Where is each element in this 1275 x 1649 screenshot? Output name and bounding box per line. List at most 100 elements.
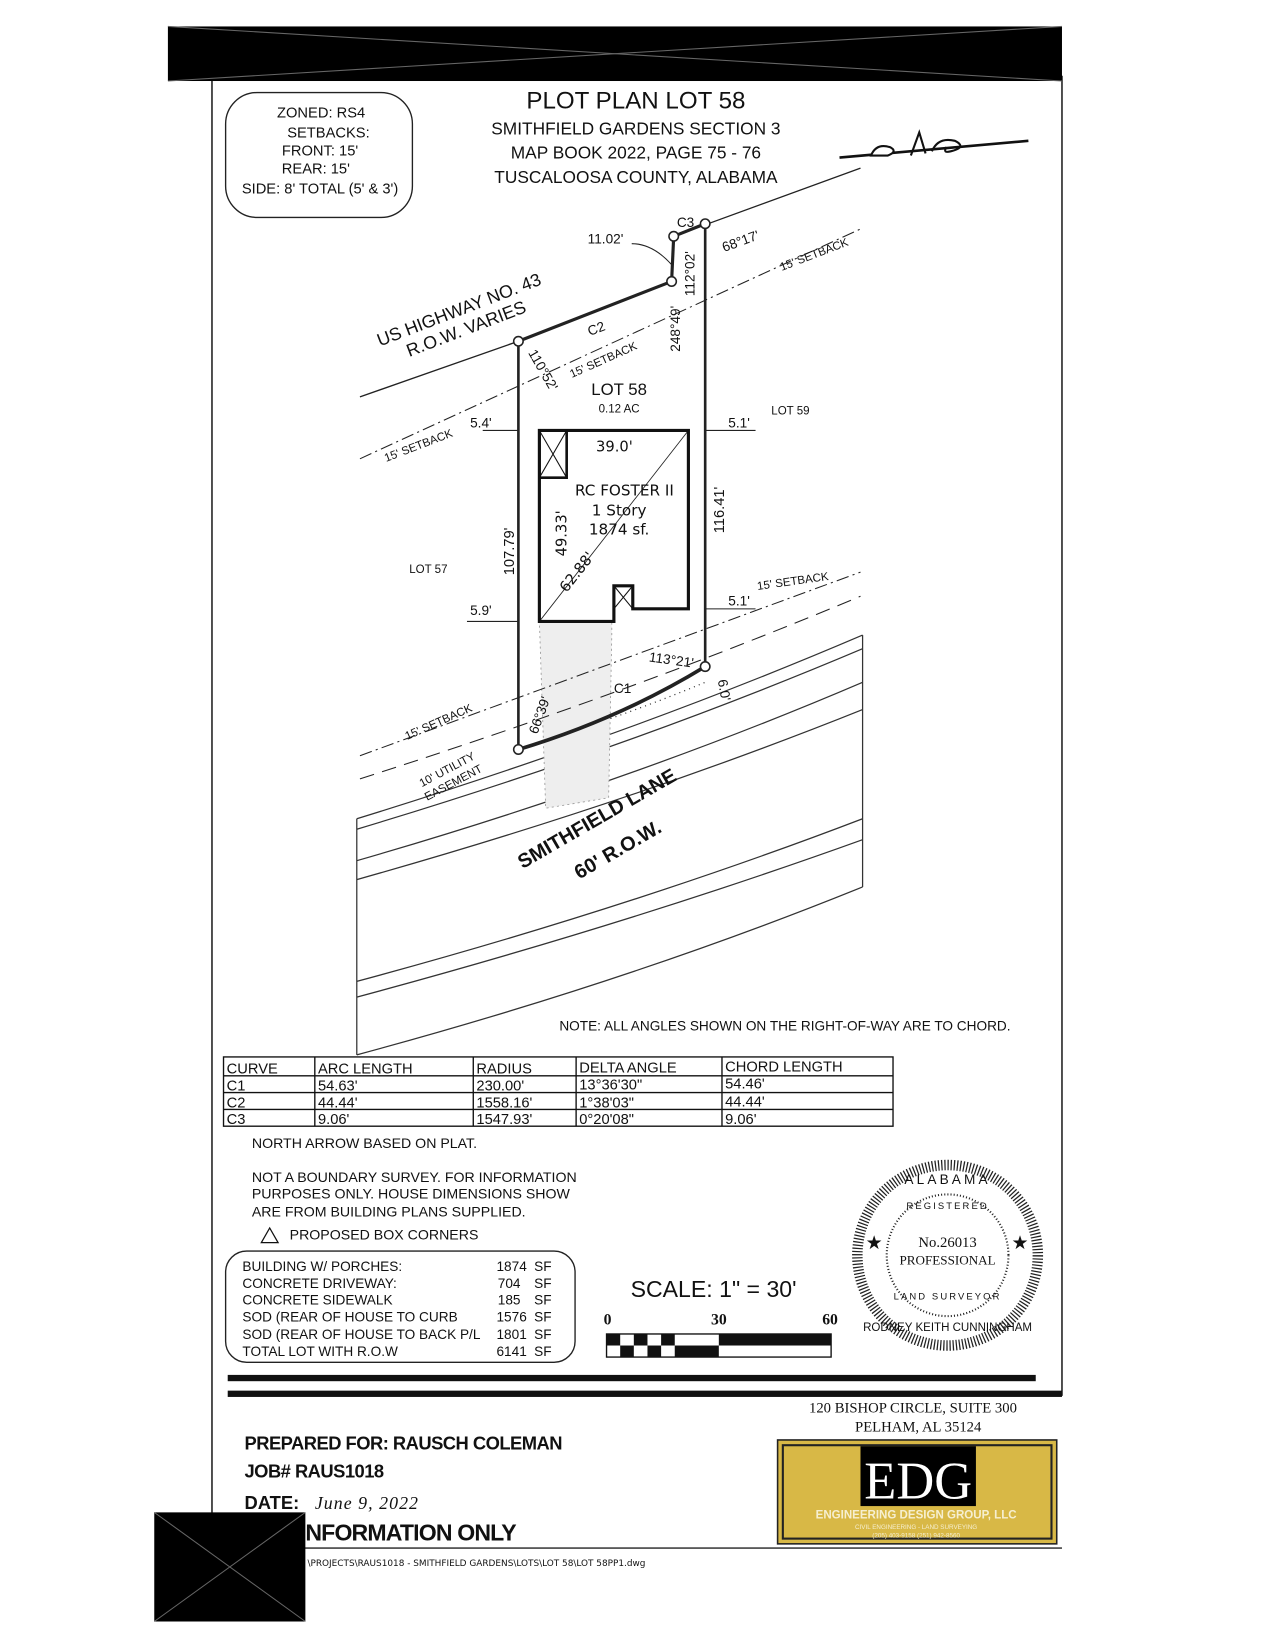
legend-label: PROPOSED BOX CORNERS <box>290 1228 479 1244</box>
area-unit: SF <box>534 1309 551 1324</box>
triangle-icon <box>260 1226 280 1244</box>
logo-phones: (205) 403-9158 (251) 942-8560 <box>872 1533 960 1540</box>
footer-block: PREPARED FOR: RAUSCH COLEMAN JOB# RAUS10… <box>153 1432 1062 1622</box>
redaction-box-bottom <box>153 1511 306 1622</box>
area-label: TOTAL LOT WITH R.O.W <box>242 1344 398 1359</box>
smithfield-lane-road <box>356 634 864 1056</box>
area-label: BUILDING W/ PORCHES: <box>242 1259 402 1274</box>
angle-label: 113°21' <box>648 649 695 670</box>
surveyor-seal: ALABAMA REGISTERED No.26013 PROFESSIONAL… <box>852 1159 1044 1351</box>
property-corner-markers <box>512 218 711 755</box>
table-cell: 54.46' <box>725 1076 765 1092</box>
north-note: NORTH ARROW BASED ON PLAT. <box>252 1136 477 1152</box>
dimension-label: 5.4' <box>470 415 492 430</box>
seal-number: No.26013 <box>918 1235 976 1251</box>
table-header-cell: CURVE <box>227 1062 278 1078</box>
survey-note: PURPOSES ONLY. HOUSE DIMENSIONS SHOW <box>252 1187 571 1203</box>
seal-professional: PROFESSIONAL <box>900 1253 996 1268</box>
company-address: 120 BISHOP CIRCLE, SUITE 300 <box>809 1401 1017 1417</box>
seal-name: RODNEY KEITH CUNNINGHAM <box>863 1322 1032 1334</box>
area-value: 6141 <box>496 1344 526 1359</box>
info-only-label: NFORMATION ONLY <box>305 1520 517 1546</box>
area-unit: SF <box>534 1276 551 1291</box>
curve-label: C2 <box>585 319 607 339</box>
county: TUSCALOOSA COUNTY, ALABAMA <box>494 167 778 187</box>
seal-registered: REGISTERED <box>906 1201 988 1212</box>
company-logo: EDG ENGINEERING DESIGN GROUP, LLC CIVIL … <box>776 1439 1058 1545</box>
adjacent-lot: LOT 57 <box>409 564 447 576</box>
area-label: CONCRETE DRIVEWAY: <box>242 1276 396 1291</box>
logo-text: EDG <box>864 1453 972 1511</box>
area-value: 1874 <box>496 1259 527 1274</box>
table-cell: 13°36'30" <box>579 1077 642 1093</box>
dimension-label: 11.02' <box>588 232 624 247</box>
angle-label: 110°52' <box>525 347 560 393</box>
zoning-line: FRONT: 15' <box>282 144 358 160</box>
angle-label: 68°17' <box>720 228 761 255</box>
scale-tick: 60 <box>822 1312 838 1329</box>
dimension-label: 39.0' <box>596 438 633 455</box>
house-model: RC FOSTER II <box>575 482 674 500</box>
zoning-line: ZONED: RS4 <box>277 106 365 122</box>
scale-bar: SCALE: 1" = 30' 0 30 60 <box>604 1276 838 1358</box>
zoning-box: ZONED: RS4 SETBACKS: FRONT: 15' REAR: 15… <box>224 91 414 219</box>
table-cell: 44.44' <box>725 1094 765 1110</box>
table-cell: C2 <box>227 1095 246 1111</box>
area-label: SOD (REAR OF HOUSE TO CURB <box>242 1309 457 1324</box>
subdivision: SMITHFIELD GARDENS SECTION 3 <box>491 119 780 139</box>
table-row: C2 44.44' 1558.16' 1°38'03" 44.44' <box>227 1094 765 1111</box>
table-cell: C3 <box>227 1112 246 1128</box>
date-value: June 9, 2022 <box>315 1493 419 1513</box>
star-icon: ★ <box>866 1233 883 1254</box>
area-value: 1801 <box>496 1327 526 1342</box>
house-stories: 1 Story <box>592 501 647 519</box>
redaction-box-top <box>167 25 1063 82</box>
title-block: PLOT PLAN LOT 58 SMITHFIELD GARDENS SECT… <box>491 87 780 187</box>
date-label: DATE: <box>245 1492 300 1513</box>
seal-state: ALABAMA <box>904 1172 990 1187</box>
map-book: MAP BOOK 2022, PAGE 75 - 76 <box>511 143 761 163</box>
table-row: C3 9.06' 1547.93' 0°20'08" 9.06' <box>227 1112 757 1128</box>
dimension-label: 5.1' <box>728 594 750 609</box>
area-label: CONCRETE SIDEWALK <box>242 1293 392 1308</box>
curve-table: CURVE ARC LENGTH RADIUS DELTA ANGLE CHOR… <box>222 1056 894 1128</box>
curve-label: C1 <box>614 681 631 696</box>
page-title: PLOT PLAN LOT 58 <box>526 87 745 114</box>
dimension-label: 107.79' <box>502 527 518 575</box>
table-row: C1 54.63' 230.00' 13°36'30" 54.46' <box>227 1076 765 1094</box>
dimension-label: 116.41' <box>712 486 728 533</box>
area-summary-box: BUILDING W/ PORCHES: 1874 SF CONCRETE DR… <box>224 1250 576 1363</box>
area-value: 1576 <box>496 1309 526 1324</box>
area-unit: SF <box>534 1344 551 1359</box>
zoning-line: REAR: 15' <box>282 161 350 177</box>
setback-label: 15' SETBACK <box>568 340 639 380</box>
title-divider <box>227 1374 1062 1397</box>
zoning-line: SIDE: 8' TOTAL (5' & 3') <box>242 181 398 197</box>
scale-tick: 0 <box>604 1312 612 1329</box>
area-unit: SF <box>534 1259 551 1274</box>
driveway <box>538 621 613 809</box>
job-number: JOB# RAUS1018 <box>245 1461 384 1482</box>
area-unit: SF <box>534 1293 551 1308</box>
table-header-cell: CHORD LENGTH <box>725 1060 843 1076</box>
area-value: 185 <box>498 1293 521 1308</box>
table-header-cell: RADIUS <box>476 1062 532 1078</box>
angle-label: 112°02' <box>683 251 698 296</box>
dimension-label: 6.0' <box>715 678 734 702</box>
dimension-label: 5.1' <box>728 415 750 430</box>
angle-label: 248°49' <box>668 306 683 352</box>
lot-area: 0.12 AC <box>599 404 640 416</box>
logo-company-name: ENGINEERING DESIGN GROUP, LLC <box>816 1510 1018 1522</box>
table-cell: 1547.93' <box>476 1112 532 1128</box>
table-cell: 0°20'08" <box>579 1112 634 1128</box>
setback-label: 15' SETBACK <box>779 237 851 274</box>
north-arrow-icon <box>839 129 1029 159</box>
company-block: 120 BISHOP CIRCLE, SUITE 300 PELHAM, AL … <box>776 1401 1058 1545</box>
table-cell: 1558.16' <box>476 1095 532 1111</box>
house-area: 1874 sf. <box>589 520 650 538</box>
zoning-line: SETBACKS: <box>287 126 369 142</box>
area-label: SOD (REAR OF HOUSE TO BACK P/L <box>242 1327 480 1342</box>
table-cell: 54.63' <box>318 1079 358 1095</box>
table-cell: 44.44' <box>318 1095 358 1111</box>
